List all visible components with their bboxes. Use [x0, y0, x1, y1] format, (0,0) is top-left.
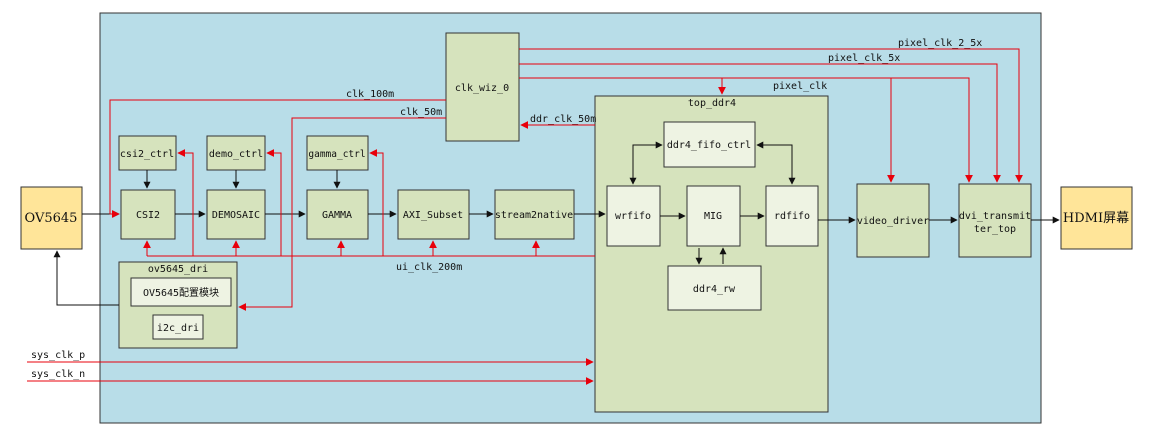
video-driver-box	[856, 183, 930, 258]
ddr4-rw-label: ddr4_rw	[693, 284, 736, 295]
ov5645-cfg-label: OV5645配置模块	[143, 287, 219, 299]
stream2native-box	[494, 189, 575, 240]
label-sys-clk-p: sys_clk_p	[31, 350, 85, 361]
label-pixel-clk-5x: pixel_clk_5x	[828, 53, 900, 64]
gamma-label: GAMMA	[322, 210, 352, 221]
top-ddr4-label: top_ddr4	[688, 98, 736, 109]
label-pixel-clk: pixel_clk	[773, 81, 827, 92]
ddr4-rw-box	[667, 265, 762, 311]
demosaic-label: DEMOSAIC	[212, 210, 260, 221]
label-ui-clk-200m: ui_clk_200m	[396, 262, 462, 273]
hdmi-screen-label: HDMI屏幕	[1063, 211, 1129, 226]
rdfifo-label: rdfifo	[774, 211, 810, 222]
ddr4-fifo-ctrl-box	[663, 121, 756, 168]
csi2-box	[120, 189, 176, 240]
gamma-ctrl-label: gamma_ctrl	[308, 149, 365, 160]
mig-label: MIG	[704, 211, 722, 222]
hdmi-screen	[1060, 186, 1133, 250]
mig-box	[686, 185, 741, 247]
axi-subset-label: AXI_Subset	[403, 210, 463, 221]
demosaic-box	[206, 189, 266, 240]
rdfifo-box	[765, 185, 819, 247]
demo-ctrl-box	[206, 135, 266, 171]
ov5645-cfg-box	[130, 277, 232, 307]
gamma-ctrl-box	[306, 135, 369, 171]
dvi-transmitter-box	[958, 183, 1032, 258]
clk-wiz-label: clk_wiz_0	[455, 83, 509, 94]
label-pixel-clk-2-5x: pixel_clk_2_5x	[898, 38, 982, 49]
clock-connections	[27, 48, 1023, 385]
ov5645-camera	[20, 186, 83, 250]
ddr4-fifo-ctrl-label: ddr4_fifo_ctrl	[667, 140, 751, 151]
label-clk-100m: clk_100m	[346, 89, 394, 100]
csi2-ctrl-label: csi2_ctrl	[120, 149, 174, 160]
ov5645-camera-label: OV5645	[25, 211, 78, 226]
dvi-transmitter-label-1: dvi_transmit	[959, 211, 1031, 222]
i2c-dri-label: i2c_dri	[157, 323, 199, 334]
ov5645-dri-label: ov5645_dri	[148, 264, 208, 275]
label-clk-50m: clk_50m	[400, 107, 442, 118]
wrfifo-box	[606, 185, 661, 247]
label-sys-clk-n: sys_clk_n	[31, 369, 85, 380]
i2c-dri-box	[152, 314, 204, 340]
video-driver-label: video_driver	[857, 216, 929, 227]
stream2native-label: stream2native	[495, 210, 573, 221]
wrfifo-label: wrfifo	[615, 211, 651, 222]
clk-wiz-box	[445, 32, 520, 142]
dvi-transmitter-label-2: ter_top	[974, 224, 1016, 235]
gamma-box	[306, 189, 369, 240]
label-ddr-clk-50m: ddr_clk_50m	[530, 114, 596, 125]
csi2-label: CSI2	[136, 210, 160, 221]
demo-ctrl-label: demo_ctrl	[209, 149, 263, 160]
